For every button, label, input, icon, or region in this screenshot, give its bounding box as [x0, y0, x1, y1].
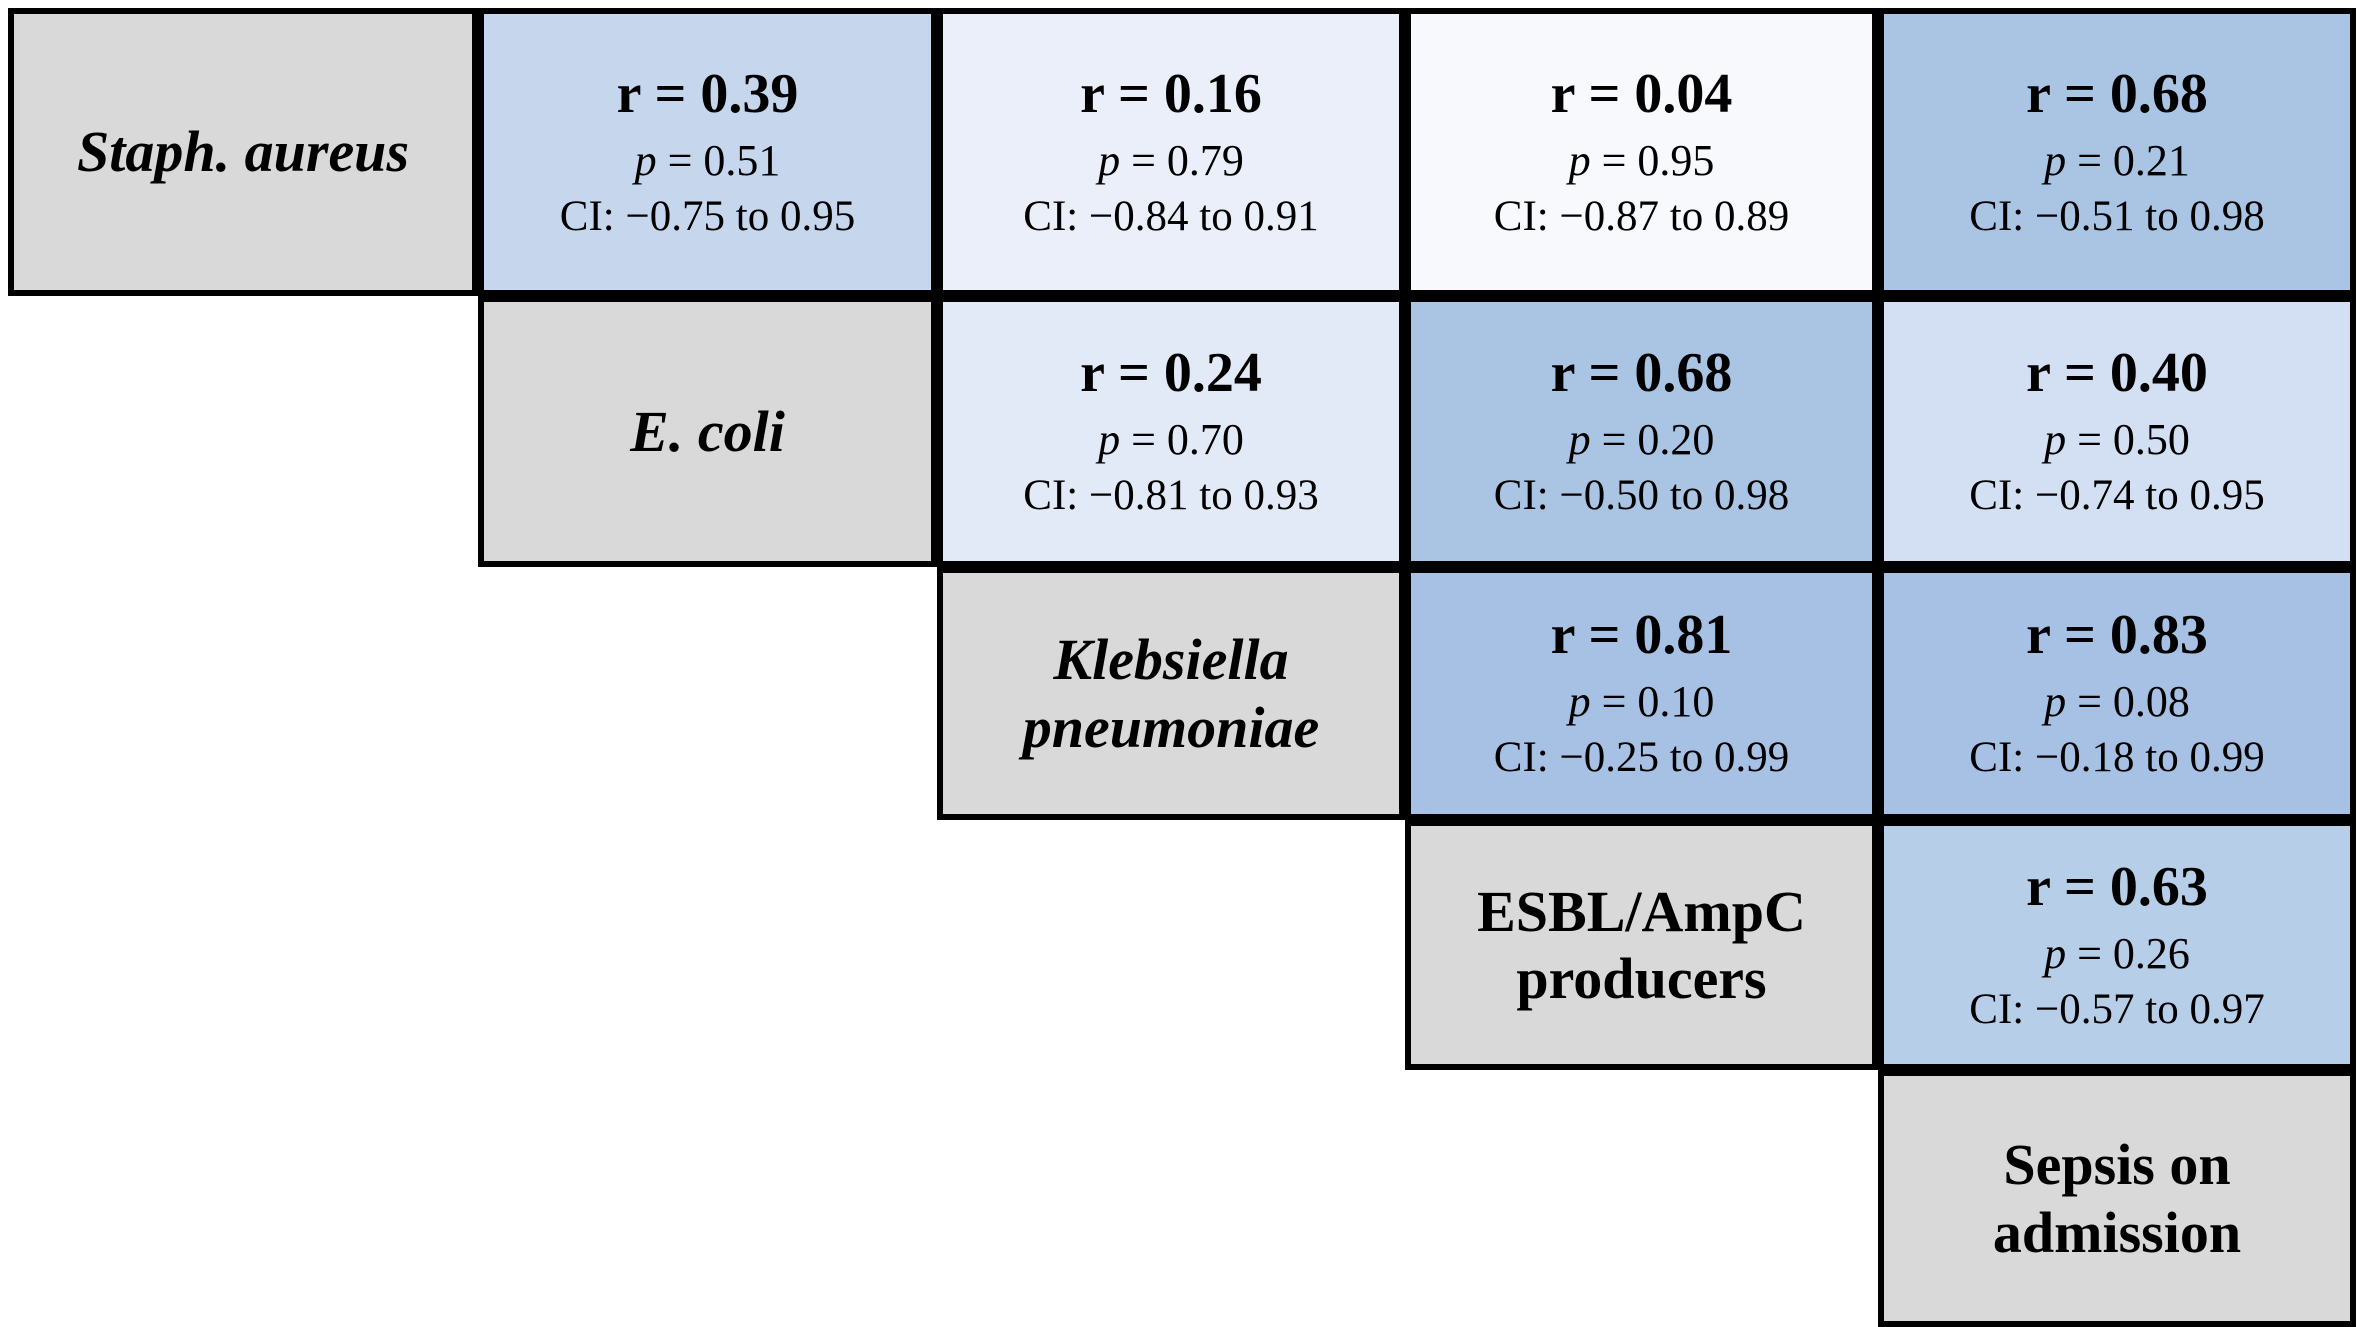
p-number: = 0.21 [2066, 135, 2190, 185]
confidence-interval: CI: −0.87 to 0.89 [1493, 192, 1790, 240]
correlation-r-value: r = 0.39 [616, 62, 799, 125]
confidence-interval: CI: −0.50 to 0.98 [1493, 472, 1790, 520]
variable-label-cell: E. coli [478, 296, 937, 567]
confidence-interval: CI: −0.57 to 0.97 [1969, 985, 2265, 1033]
correlation-r-value: r = 0.04 [1550, 62, 1733, 125]
correlation-r-value: r = 0.68 [2026, 62, 2208, 125]
p-number: = 0.95 [1590, 135, 1715, 185]
confidence-interval: CI: −0.74 to 0.95 [1969, 472, 2265, 520]
confidence-interval: CI: −0.18 to 0.99 [1969, 734, 2265, 782]
confidence-interval: CI: −0.84 to 0.91 [1023, 192, 1319, 240]
p-symbol: p [2044, 928, 2067, 978]
p-number: = 0.50 [2066, 415, 2190, 465]
p-number: = 0.79 [1120, 135, 1244, 185]
correlation-r-value: r = 0.83 [2026, 604, 2208, 667]
correlation-p-value: p = 0.21 [2044, 135, 2190, 185]
p-number: = 0.08 [2066, 677, 2190, 727]
p-number: = 0.26 [2066, 928, 2190, 978]
variable-label-cell: Staph. aureus [8, 8, 478, 296]
p-number: = 0.70 [1120, 415, 1244, 465]
p-symbol: p [1568, 415, 1591, 465]
variable-label-text: ESBL/AmpC producers [1477, 878, 1806, 1011]
correlation-r-value: r = 0.63 [2026, 855, 2208, 918]
correlation-p-value: p = 0.10 [1569, 679, 1715, 725]
variable-label-cell: Sepsis on admission [1878, 1070, 2356, 1327]
p-number: = 0.51 [656, 135, 781, 185]
correlation-p-value: p = 0.70 [1098, 417, 1244, 463]
variable-label-text: Klebsiella pneumoniae [1022, 627, 1320, 760]
correlation-r-value: r = 0.81 [1550, 604, 1733, 667]
correlation-p-value: p = 0.95 [1568, 135, 1715, 185]
p-symbol: p [1568, 135, 1591, 185]
p-symbol: p [2044, 135, 2067, 185]
p-number: = 0.10 [1590, 677, 1715, 727]
p-symbol: p [1098, 135, 1121, 185]
p-symbol: p [634, 135, 657, 185]
correlation-r-value: r = 0.16 [1080, 62, 1262, 125]
p-symbol: p [1568, 677, 1591, 727]
confidence-interval: CI: −0.75 to 0.95 [559, 192, 856, 240]
correlation-p-value: p = 0.20 [1569, 417, 1715, 463]
correlation-p-value: p = 0.50 [2044, 417, 2190, 463]
p-symbol: p [1098, 415, 1121, 465]
variable-label-text: E. coli [630, 398, 785, 464]
p-symbol: p [2044, 415, 2067, 465]
variable-label-text: Staph. aureus [76, 119, 410, 185]
correlation-p-value: p = 0.08 [2044, 679, 2190, 725]
correlation-r-value: r = 0.68 [1550, 342, 1733, 405]
correlation-p-value: p = 0.51 [634, 135, 781, 185]
correlation-p-value: p = 0.79 [1098, 135, 1244, 185]
confidence-interval: CI: −0.25 to 0.99 [1493, 734, 1790, 782]
p-symbol: p [2044, 677, 2067, 727]
variable-label-text: Sepsis on admission [1992, 1132, 2242, 1265]
correlation-r-value: r = 0.24 [1080, 342, 1262, 405]
p-number: = 0.20 [1590, 415, 1715, 465]
correlation-p-value: p = 0.26 [2044, 928, 2190, 978]
confidence-interval: CI: −0.81 to 0.93 [1023, 472, 1319, 520]
confidence-interval: CI: −0.51 to 0.98 [1969, 192, 2265, 240]
correlation-r-value: r = 0.40 [2026, 342, 2208, 405]
variable-label-cell: ESBL/AmpC producers [1405, 820, 1878, 1070]
variable-label-cell: Klebsiella pneumoniae [937, 567, 1405, 820]
